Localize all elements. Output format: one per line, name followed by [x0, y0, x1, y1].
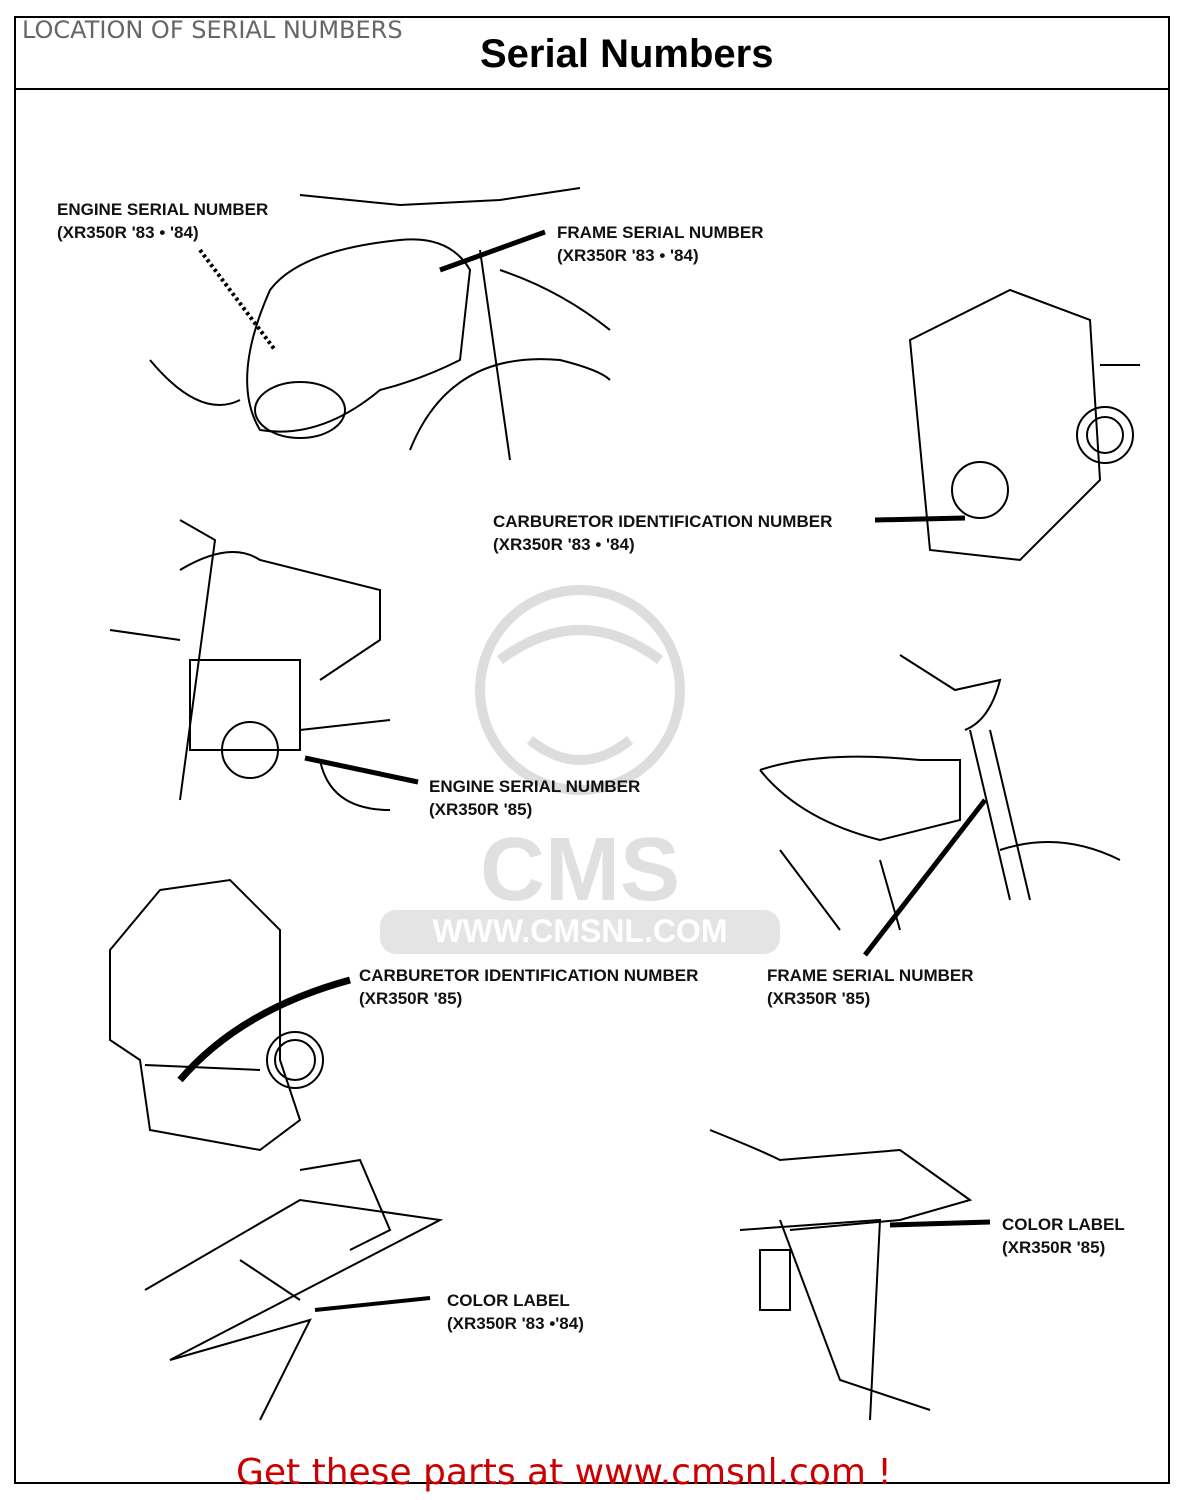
bike-85-rear-drawing — [709, 1129, 973, 1421]
label-model: (XR350R '85) — [1002, 1238, 1106, 1257]
label-title: CARBURETOR IDENTIFICATION NUMBER — [493, 512, 833, 531]
label-title: COLOR LABEL — [1002, 1215, 1125, 1234]
label-engine-serial-8384: ENGINE SERIAL NUMBER (XR350R '83 • '84) — [57, 198, 268, 244]
cms-watermark-logo: CMS WWW.CMSNL.COM — [380, 585, 780, 954]
page-caption: LOCATION OF SERIAL NUMBERS — [22, 16, 403, 44]
label-color-85: COLOR LABEL (XR350R '85) — [1002, 1213, 1125, 1259]
bike-85-frame-drawing — [759, 654, 1121, 931]
header-divider — [14, 88, 1170, 90]
watermark-brand: CMS — [480, 820, 680, 920]
label-model: (XR350R '83 • '84) — [557, 246, 699, 265]
label-model: (XR350R '85) — [359, 989, 463, 1008]
label-model: (XR350R '85) — [767, 989, 871, 1008]
label-carburetor-id-8384: CARBURETOR IDENTIFICATION NUMBER (XR350R… — [493, 510, 832, 556]
label-model: (XR350R '85) — [429, 800, 533, 819]
label-model: (XR350R '83 • '84) — [57, 223, 199, 242]
page-title: Serial Numbers — [480, 32, 774, 76]
carburetor-85-drawing — [109, 878, 324, 1152]
label-engine-serial-85: ENGINE SERIAL NUMBER (XR350R '85) — [429, 775, 640, 821]
frame-8384-drawing — [144, 1158, 444, 1421]
label-frame-serial-8384: FRAME SERIAL NUMBER (XR350R '83 • '84) — [557, 221, 764, 267]
label-model: (XR350R '83 •'84) — [447, 1314, 584, 1333]
label-model: (XR350R '83 • '84) — [493, 535, 635, 554]
footer-link[interactable]: Get these parts at www.cmsnl.com ! — [236, 1452, 892, 1493]
label-carburetor-id-85: CARBURETOR IDENTIFICATION NUMBER (XR350R… — [359, 964, 698, 1010]
label-title: COLOR LABEL — [447, 1291, 570, 1310]
bike-85-engine-drawing — [109, 519, 391, 811]
label-title: CARBURETOR IDENTIFICATION NUMBER — [359, 966, 699, 985]
label-title: ENGINE SERIAL NUMBER — [429, 777, 641, 796]
label-title: FRAME SERIAL NUMBER — [557, 223, 764, 242]
label-frame-serial-85: FRAME SERIAL NUMBER (XR350R '85) — [767, 964, 974, 1010]
bike-8384-drawing — [149, 187, 611, 461]
label-title: ENGINE SERIAL NUMBER — [57, 200, 269, 219]
label-title: FRAME SERIAL NUMBER — [767, 966, 974, 985]
label-color-8384: COLOR LABEL (XR350R '83 •'84) — [447, 1289, 584, 1335]
carburetor-8384-drawing — [908, 288, 1140, 562]
watermark-url: WWW.CMSNL.COM — [432, 913, 727, 949]
diagram-frame — [14, 16, 1170, 1484]
